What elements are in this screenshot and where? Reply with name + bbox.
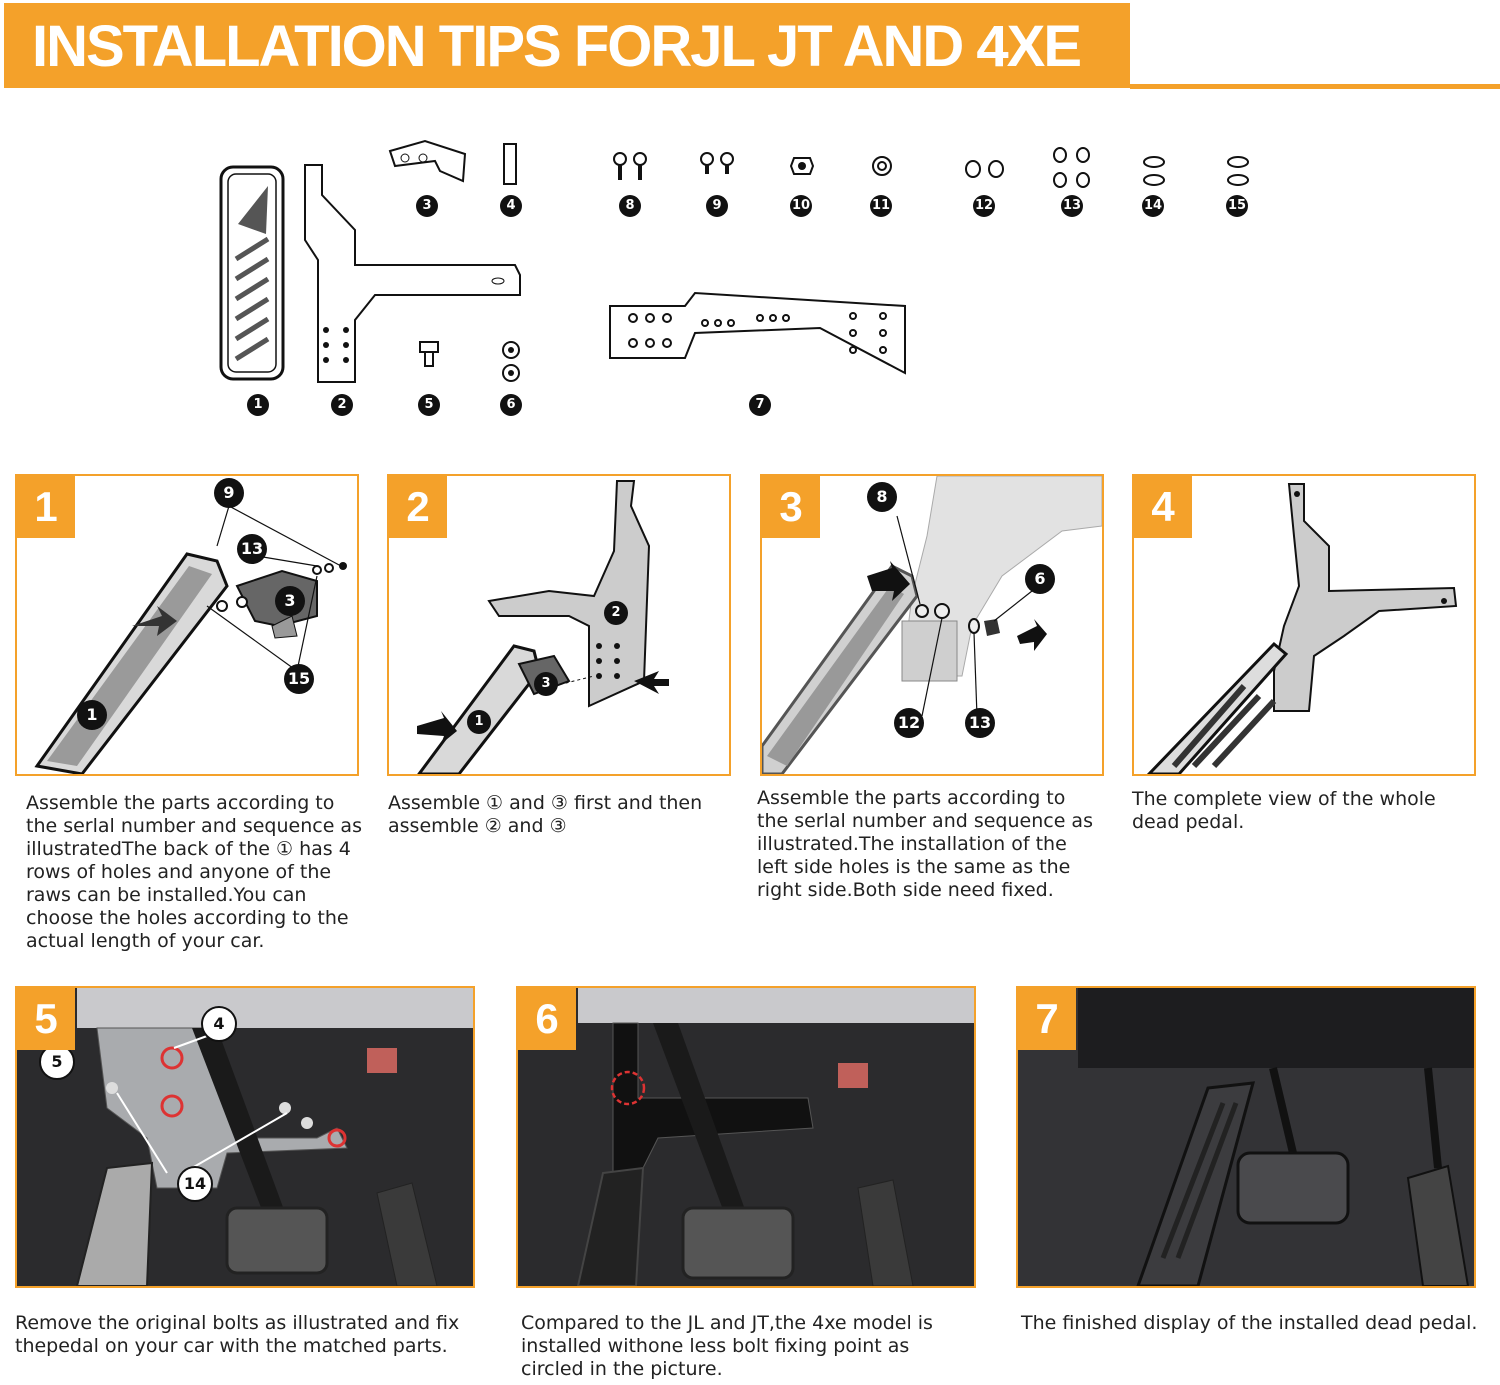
step-6-panel: 6 [516,986,976,1288]
step-3-callout-8: 8 [867,482,897,512]
part-7-long-bracket-drawing [609,291,906,375]
part-15-spring-washers-drawing [1227,156,1249,186]
part-12-washers-drawing [965,160,1004,178]
step-4-caption: The complete view of the whole dead peda… [1132,788,1436,833]
step-1-callout-9: 9 [214,478,244,508]
part-number-1: 1 [247,394,269,416]
part-2-bracket-drawing [304,164,521,383]
part-10-nut-drawing [789,157,815,175]
step-3-caption: Assemble the parts according to the serl… [757,787,1093,901]
step-2-callout-1: 1 [467,710,491,734]
part-number-12: 12 [973,195,995,217]
part-number-15: 15 [1226,195,1248,217]
step-1-badge: 1 [17,476,75,538]
step-5-panel: 5 4 5 14 [15,986,475,1288]
page-title: INSTALLATION TIPS FORJL JT AND 4XE [32,14,1082,79]
part-number-6: 6 [500,394,522,416]
step-3-callout-6: 6 [1025,564,1055,594]
part-6-nuts-drawing [502,341,520,382]
part-8-screws-drawing [613,152,647,180]
part-number-2: 2 [331,394,353,416]
step-1-callout-1: 1 [77,700,107,730]
step-1-callout-3: 3 [275,586,305,616]
step-7-badge: 7 [1018,988,1076,1050]
step-2-callout-3: 3 [534,672,558,696]
step-4-illustration [1146,483,1458,774]
step-1-callout-13: 13 [237,534,267,564]
part-11-washer-drawing [872,156,892,176]
part-number-13: 13 [1061,195,1083,217]
part-14-spring-washers-drawing [1143,156,1165,186]
step-6-caption: Compared to the JL and JT,the 4xe model … [521,1312,933,1380]
step-2-badge: 2 [389,476,447,538]
part-number-5: 5 [418,394,440,416]
step-5-photo [17,988,473,1286]
step-6-photo [518,988,974,1286]
part-5-bolt-drawing [419,341,439,367]
step-5-caption: Remove the original bolts as illustrated… [15,1312,460,1357]
part-number-14: 14 [1142,195,1164,217]
step-4-badge: 4 [1134,476,1192,538]
step-3-badge: 3 [762,476,820,538]
step-5-callout-4: 4 [201,1006,237,1042]
step-3-illustration [762,476,1102,774]
step-5-callout-14: 14 [177,1166,213,1202]
part-9-screws-drawing [700,152,734,174]
part-3-mount-drawing [388,139,467,183]
step-7-caption: The finished display of the installed de… [1021,1312,1478,1334]
step-3-callout-13: 13 [965,708,995,738]
header-banner: INSTALLATION TIPS FORJL JT AND 4XE [4,3,1130,88]
part-13-washers-drawing [1053,147,1090,188]
parts-diagram: 1 2 3 4 5 6 7 8 9 10 11 12 13 14 15 [0,100,1500,430]
step-2-callout-2: 2 [604,601,628,625]
step-5-badge: 5 [17,988,75,1050]
part-number-9: 9 [706,195,728,217]
step-7-photo [1018,988,1474,1286]
step-3-callout-12: 12 [894,708,924,738]
part-number-10: 10 [790,195,812,217]
step-7-panel: 7 [1016,986,1476,1288]
part-number-3: 3 [416,195,438,217]
step-6-badge: 6 [518,988,576,1050]
part-number-11: 11 [870,195,892,217]
part-number-4: 4 [500,195,522,217]
part-4-spacer-drawing [503,143,517,185]
header-underline [1130,84,1500,89]
step-2-caption: Assemble ① and ③ first and then assemble… [388,792,703,837]
step-3-panel: 3 8 6 12 13 [760,474,1104,776]
step-1-callout-15: 15 [284,664,314,694]
part-number-8: 8 [619,195,641,217]
step-1-panel: 1 9 13 3 15 1 [15,474,359,776]
step-1-caption: Assemble the parts according to the serl… [26,792,362,952]
part-1-pedal-plate-drawing [219,165,285,381]
part-number-7: 7 [749,394,771,416]
step-2-panel: 2 2 3 1 [387,474,731,776]
step-4-panel: 4 [1132,474,1476,776]
